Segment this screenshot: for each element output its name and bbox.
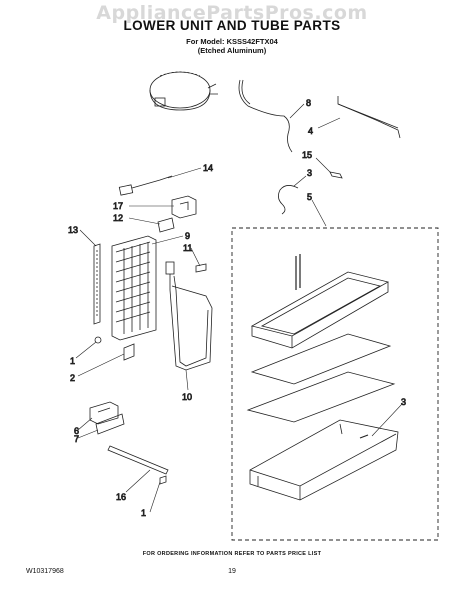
callout-16: 16 [116, 492, 126, 502]
plate-part-12 [157, 217, 175, 233]
doc-number: W10317968 [26, 568, 64, 575]
heater-loop-part-10 [165, 261, 213, 371]
callout-1-bottom: 1 [141, 508, 146, 518]
mounting-rail-part-13 [93, 243, 101, 325]
watermark: AppliancePartsPros.com [96, 2, 368, 24]
callout-4: 4 [308, 126, 313, 136]
callout-10: 10 [182, 392, 192, 402]
clip-part-15 [329, 171, 343, 179]
finish-line: (Etched Aluminum) [197, 46, 267, 55]
callout-2: 2 [70, 373, 75, 383]
callout-6: 6 [74, 426, 79, 436]
ordering-note: FOR ORDERING INFORMATION REFER TO PARTS … [142, 551, 322, 557]
rail-part-16 [107, 445, 169, 485]
pad-upper [250, 333, 392, 385]
clip-part-11 [195, 263, 207, 273]
callout-13: 13 [68, 225, 78, 235]
drain-tray [250, 254, 390, 349]
callout-11: 11 [183, 243, 192, 253]
callout-14: 14 [203, 163, 213, 173]
page-number: 19 [228, 568, 236, 575]
screw-part-1 [94, 336, 102, 344]
callout-7: 7 [74, 434, 79, 444]
tube-part-8 [238, 79, 293, 153]
compressor [149, 71, 218, 111]
callout-3-top: 3 [307, 168, 312, 178]
pan-base [249, 419, 399, 501]
wire-harness-part-14 [118, 175, 173, 196]
callout-17: 17 [113, 201, 123, 211]
bracket-part-17 [171, 195, 197, 219]
callout-3-bottom: 3 [401, 397, 406, 407]
condenser-coil-part-9 [111, 235, 157, 341]
tube-part-3-top [278, 185, 299, 215]
drain-pan-assembly-box [231, 227, 439, 541]
bracket-part-2 [123, 343, 135, 361]
page-title: LOWER UNIT AND TUBE PARTS [123, 18, 341, 33]
callout-9: 9 [185, 231, 190, 241]
tube-part-4 [337, 96, 401, 139]
pad-lower [246, 371, 396, 423]
callout-1-top: 1 [70, 356, 75, 366]
callout-12: 12 [113, 213, 123, 223]
model-line: For Model: KSSS42FTX04 [186, 37, 278, 46]
leader-lines [75, 103, 403, 513]
insulation-part-7 [95, 413, 125, 435]
callout-15: 15 [302, 150, 312, 160]
callout-5: 5 [307, 192, 312, 202]
callout-8: 8 [306, 98, 311, 108]
